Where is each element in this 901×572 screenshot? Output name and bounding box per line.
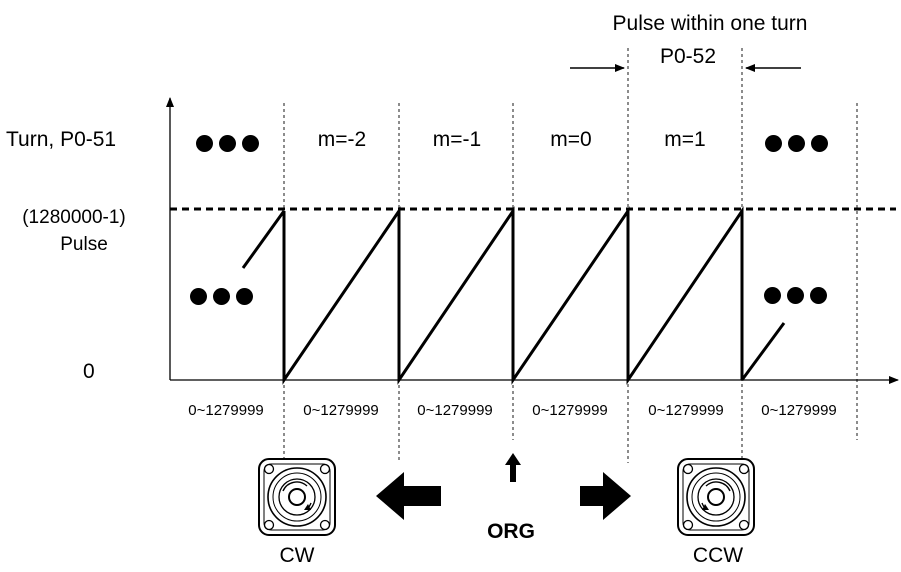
pulse-range-label: 0~1279999 xyxy=(303,402,379,419)
partial-ramp-right xyxy=(740,322,786,381)
pulse-range-label: 0~1279999 xyxy=(761,402,837,419)
sawtooth-waveform xyxy=(241,206,786,385)
pulse-range-label: 0~1279999 xyxy=(648,402,724,419)
arrow-up-icon xyxy=(505,453,521,482)
ramp-segments xyxy=(282,206,744,385)
ellipsis-dots xyxy=(765,135,834,157)
arrow-left-icon xyxy=(376,472,441,520)
pulse-range-label: 0~1279999 xyxy=(188,402,264,419)
ellipsis-dots xyxy=(196,135,265,157)
turn-axis-label: Turn, P0-51 xyxy=(6,128,117,151)
pulse-within-turn-label: Pulse within one turn xyxy=(612,12,808,35)
cw-label: CW xyxy=(279,544,315,567)
turn-label: m=0 xyxy=(550,128,592,151)
ellipsis-dots xyxy=(764,287,833,309)
zero-label: 0 xyxy=(83,360,95,383)
servo-motor-icon xyxy=(677,458,755,536)
turn-label: m=1 xyxy=(664,128,706,151)
servo-motor-icon xyxy=(258,458,336,536)
arrow-right-icon xyxy=(580,472,631,520)
max-pulse-label: (1280000-1) xyxy=(22,207,126,228)
origin-label: ORG xyxy=(487,520,535,543)
max-pulse-unit-label: Pulse xyxy=(60,234,108,255)
turn-label: m=-1 xyxy=(432,128,482,151)
partial-ramp-left xyxy=(241,210,286,269)
ccw-label: CCW xyxy=(692,544,744,567)
ellipsis-dots xyxy=(190,288,259,310)
p0-52-label: P0-52 xyxy=(659,45,717,68)
pulse-range-label: 0~1279999 xyxy=(532,402,608,419)
turn-label: m=-2 xyxy=(317,128,367,151)
pulse-range-label: 0~1279999 xyxy=(417,402,493,419)
